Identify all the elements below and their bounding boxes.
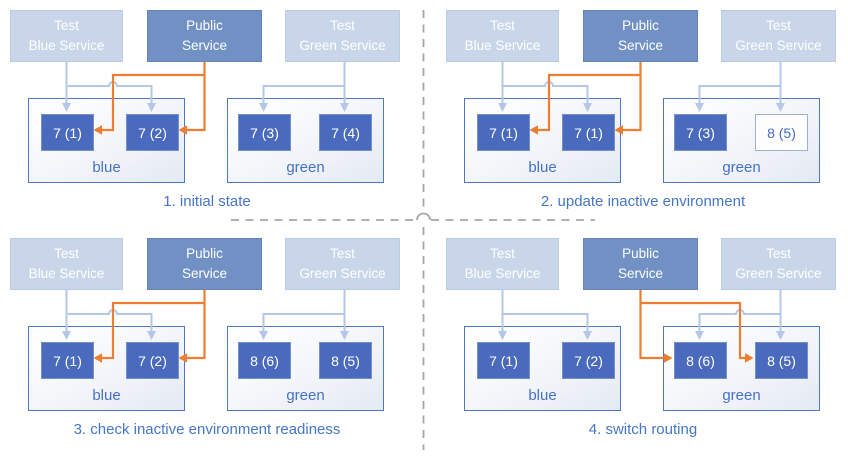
quadrant-caption: 1. initial state (163, 193, 251, 210)
environment-label: blue (528, 387, 557, 404)
pod-box: 7 (3) (238, 114, 291, 151)
service-label-line: Test (330, 245, 355, 261)
pod-box: 7 (1) (41, 114, 94, 151)
pod-box: 7 (1) (562, 114, 615, 151)
environment-box-green: 7 (3) 7 (4) green (227, 98, 384, 183)
service-label-line: Green Service (299, 266, 386, 281)
test-route-lines (501, 62, 782, 103)
pod-box: 7 (4) (319, 114, 372, 151)
pod-box: 8 (6) (238, 342, 291, 379)
test-blue-service-box: Test Blue Service (446, 10, 559, 62)
public-service-box: Public Service (147, 10, 262, 62)
quadrant-initial-state: Test Blue Service Public Service Test Gr… (0, 0, 424, 228)
pod-box: 7 (1) (477, 114, 530, 151)
service-label-line: Blue Service (464, 266, 541, 281)
test-route-lines (65, 62, 346, 103)
test-green-service-box: Test Green Service (285, 10, 400, 62)
environment-label: blue (92, 159, 121, 176)
public-service-box: Public Service (147, 238, 262, 290)
service-label-line: Test (54, 17, 79, 33)
environment-box-blue: 7 (1) 7 (2) blue (28, 326, 185, 411)
environment-label: green (722, 159, 761, 176)
service-label-line: Public (186, 245, 223, 261)
pod-box: 7 (3) (674, 114, 727, 151)
environment-label: blue (92, 387, 121, 404)
pod-box: 8 (5) (319, 342, 372, 379)
public-service-box: Public Service (583, 10, 698, 62)
service-label-line: Public (622, 17, 659, 33)
service-label-line: Test (490, 245, 515, 261)
pod-box: 8 (5) (755, 114, 808, 151)
environment-box-green: 7 (3) 8 (5) green (663, 98, 820, 183)
pod-box: 7 (2) (126, 114, 179, 151)
test-route-lines (501, 290, 782, 331)
service-label-line: Service (617, 38, 663, 53)
service-label-line: Test (766, 17, 791, 33)
pod-box: 8 (5) (755, 342, 808, 379)
test-blue-service-box: Test Blue Service (10, 10, 123, 62)
quadrant-caption: 3. check inactive environment readiness (73, 421, 341, 438)
service-label-line: Blue Service (464, 38, 541, 53)
pod-box: 7 (1) (477, 342, 530, 379)
pod-box: 8 (6) (674, 342, 727, 379)
service-label-line: Green Service (299, 38, 386, 53)
quadrant-caption: 4. switch routing (588, 421, 698, 438)
environment-box-green: 8 (6) 8 (5) green (663, 326, 820, 411)
test-blue-service-box: Test Blue Service (10, 238, 123, 290)
service-label-line: Test (330, 17, 355, 33)
environment-label: green (286, 387, 325, 404)
environment-label: blue (528, 159, 557, 176)
environment-box-green: 8 (6) 8 (5) green (227, 326, 384, 411)
environment-box-blue: 7 (1) 7 (2) blue (28, 98, 185, 183)
service-label-line: Blue Service (28, 38, 105, 53)
service-label-line: Green Service (735, 266, 822, 281)
quadrant-check-readiness: Test Blue Service Public Service Test Gr… (0, 228, 424, 456)
pod-box: 7 (1) (41, 342, 94, 379)
test-green-service-box: Test Green Service (285, 238, 400, 290)
service-label-line: Green Service (735, 38, 822, 53)
service-label-line: Test (54, 245, 79, 261)
service-label-line: Blue Service (28, 266, 105, 281)
test-route-lines (65, 290, 346, 331)
pod-box: 7 (2) (126, 342, 179, 379)
quadrant-switch-routing: Test Blue Service Public Service Test Gr… (436, 228, 848, 456)
service-label-line: Test (490, 17, 515, 33)
test-blue-service-box: Test Blue Service (446, 238, 559, 290)
service-label-line: Test (766, 245, 791, 261)
quadrant-update-inactive: Test Blue Service Public Service Test Gr… (436, 0, 848, 228)
environment-box-blue: 7 (1) 7 (2) blue (464, 326, 621, 411)
pod-box: 7 (2) (562, 342, 615, 379)
quadrant-caption: 2. update inactive environment (540, 193, 746, 210)
test-green-service-box: Test Green Service (721, 10, 836, 62)
service-label-line: Service (617, 266, 663, 281)
service-label-line: Public (186, 17, 223, 33)
environment-box-blue: 7 (1) 7 (1) blue (464, 98, 621, 183)
test-green-service-box: Test Green Service (721, 238, 836, 290)
service-label-line: Service (181, 38, 227, 53)
service-label-line: Service (181, 266, 227, 281)
public-service-box: Public Service (583, 238, 698, 290)
service-label-line: Public (622, 245, 659, 261)
environment-label: green (286, 159, 325, 176)
environment-label: green (722, 387, 761, 404)
